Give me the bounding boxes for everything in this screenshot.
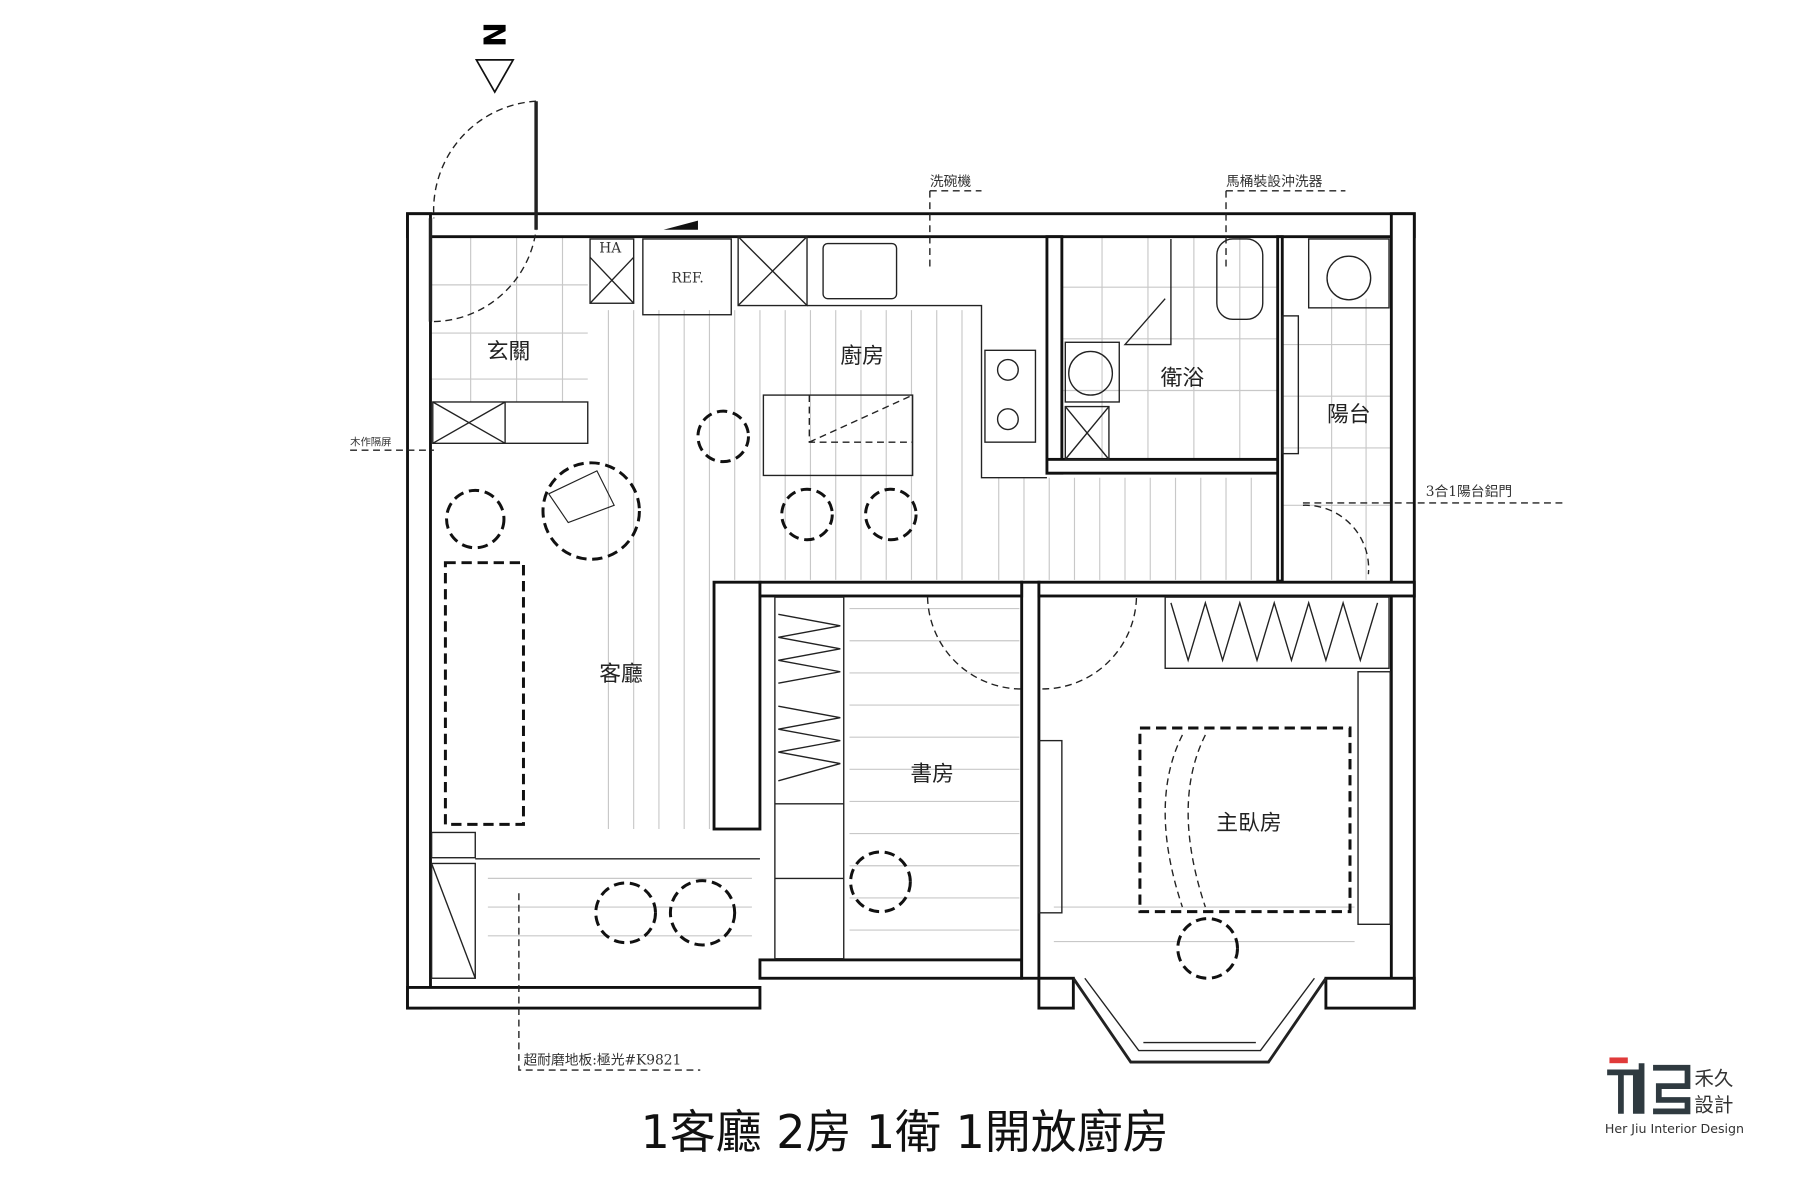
svg-text:N: N (475, 22, 510, 47)
room-label-bathroom: 衛浴 (1161, 366, 1205, 391)
kitchen-fixtures (589, 220, 1047, 542)
ha-label: HA (599, 241, 622, 257)
plan-title: 1客廳 2房 1衛 1開放廚房 (641, 1105, 1169, 1159)
note-toilet-bidet: 馬桶裝設沖洗器 (1226, 174, 1323, 190)
room-label-living: 客廳 (599, 662, 643, 687)
fridge-label: REF. (672, 271, 704, 287)
svg-text:Her Jiu Interior Design: Her Jiu Interior Design (1605, 1121, 1744, 1136)
walls (406, 212, 1416, 1064)
room-label-master: 主臥房 (1216, 811, 1281, 836)
room-label-balcony: 陽台 (1327, 402, 1371, 427)
study-furniture (774, 596, 1138, 960)
note-dishwasher: 洗碗機 (930, 174, 972, 190)
room-label-kitchen: 廚房 (840, 344, 884, 369)
entry-door[interactable] (428, 100, 538, 323)
svg-text:設計: 設計 (1694, 1093, 1733, 1116)
floor-tiles (430, 236, 1392, 943)
company-logo: 禾久 設計 Her Jiu Interior Design (1605, 1057, 1744, 1136)
svg-text:禾久: 禾久 (1694, 1067, 1733, 1090)
note-balcony-door: 3合1陽台鋁門 (1426, 484, 1512, 500)
north-arrow-icon: N (474, 22, 515, 94)
bathroom-fixtures (1064, 238, 1390, 575)
room-label-study: 書房 (910, 762, 954, 787)
bedroom-furniture (1038, 596, 1391, 980)
room-label-entry: 玄關 (487, 339, 531, 364)
note-wood-screen: 木作隔屏 (350, 437, 391, 449)
living-furniture (430, 401, 760, 979)
note-flooring: 超耐磨地板:極光#K9821 (523, 1052, 681, 1068)
leader-lines (350, 190, 1564, 1071)
